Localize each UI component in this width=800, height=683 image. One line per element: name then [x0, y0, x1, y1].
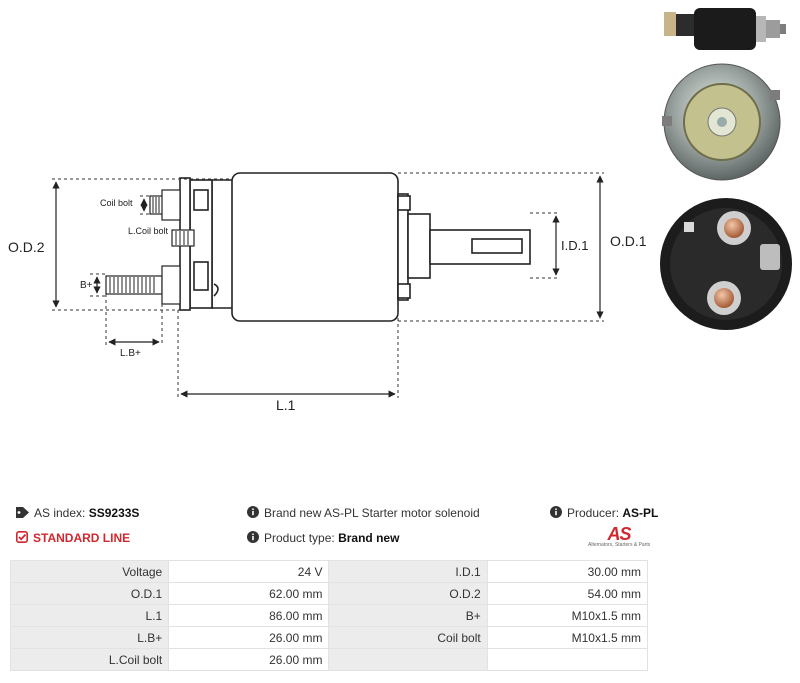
od1-label: O.D.1 — [610, 233, 647, 249]
spec-value: 54.00 mm — [486, 582, 649, 605]
solenoid-body — [231, 172, 399, 322]
as-pl-logo: AS Alternators, Starters & Parts — [588, 524, 650, 554]
spec-value: 26.00 mm — [168, 648, 330, 671]
product-line: STANDARD LINE — [16, 531, 130, 546]
logo-mark: AS — [607, 524, 631, 544]
l-coil-bolt — [171, 229, 195, 247]
b-plus-bolt — [105, 265, 181, 305]
product-type-label: Product type: — [264, 531, 335, 545]
producer-label: Producer: — [567, 506, 620, 520]
spec-key: L.B+ — [9, 626, 170, 649]
logo-tagline: Alternators, Starters & Parts — [588, 542, 651, 548]
spec-key: O.D.2 — [328, 582, 488, 605]
specs-table: Voltage 24 V I.D.1 30.00 mm O.D.1 62.00 … — [9, 560, 649, 671]
checkbox-icon — [16, 531, 28, 546]
spec-value: 24 V — [168, 560, 330, 583]
producer: Producer: AS-PL — [550, 506, 658, 521]
spec-key: Coil bolt — [328, 626, 488, 649]
l-coil-bolt-label: L.Coil bolt — [128, 226, 169, 236]
spec-key: Voltage — [9, 560, 170, 583]
as-index-value: SS9233S — [88, 506, 140, 520]
info-icon — [550, 506, 562, 521]
spec-value: M10x1.5 mm — [486, 604, 649, 627]
product-type-value: Brand new — [338, 531, 400, 545]
product-photos — [660, 8, 792, 330]
table-row: L.Coil bolt 26.00 mm — [9, 648, 649, 671]
spec-key: L.1 — [9, 604, 170, 627]
spec-value: 26.00 mm — [168, 626, 330, 649]
spec-value — [486, 648, 649, 671]
table-row: L.B+ 26.00 mm Coil bolt M10x1.5 mm — [9, 626, 649, 649]
table-row: O.D.1 62.00 mm O.D.2 54.00 mm — [9, 582, 649, 605]
standard-line-label: STANDARD LINE — [33, 531, 131, 545]
table-row: Voltage 24 V I.D.1 30.00 mm — [9, 560, 649, 583]
as-index: AS index: SS9233S — [16, 506, 139, 521]
spec-value: 62.00 mm — [168, 582, 330, 605]
info-icon — [247, 506, 259, 521]
od2-label: O.D.2 — [8, 239, 45, 255]
spec-key — [328, 648, 488, 671]
spec-key: L.Coil bolt — [9, 648, 170, 671]
b-label: B+ — [80, 280, 93, 291]
side-view-photo — [664, 8, 786, 50]
spec-value: M10x1.5 mm — [486, 626, 649, 649]
producer-value: AS-PL — [622, 506, 659, 520]
spec-key: B+ — [328, 604, 488, 627]
l1-label: L.1 — [276, 397, 296, 413]
spec-key: I.D.1 — [328, 560, 488, 583]
info-icon — [247, 531, 259, 546]
lb-label: L.B+ — [120, 348, 141, 359]
spec-value: 86.00 mm — [168, 604, 330, 627]
product-description: Brand new AS-PL Starter motor solenoid — [247, 506, 480, 521]
description-text: Brand new AS-PL Starter motor solenoid — [264, 506, 480, 520]
spec-value: 30.00 mm — [486, 560, 649, 583]
coil-bolt-label: Coil bolt — [100, 198, 133, 208]
spec-key: O.D.1 — [9, 582, 170, 605]
solenoid-dimension-drawing: O.D.2 O.D.1 I.D.1 L.1 L.B+ B+ Coil bolt … — [8, 172, 647, 413]
rear-view-photo — [660, 198, 792, 330]
product-type: Product type: Brand new — [247, 531, 399, 546]
coil-bolt — [149, 189, 181, 221]
id1-label: I.D.1 — [561, 238, 588, 253]
front-view-photo — [662, 63, 781, 181]
table-row: L.1 86.00 mm B+ M10x1.5 mm — [9, 604, 649, 627]
as-index-label: AS index: — [34, 506, 86, 520]
tag-icon — [16, 506, 29, 521]
